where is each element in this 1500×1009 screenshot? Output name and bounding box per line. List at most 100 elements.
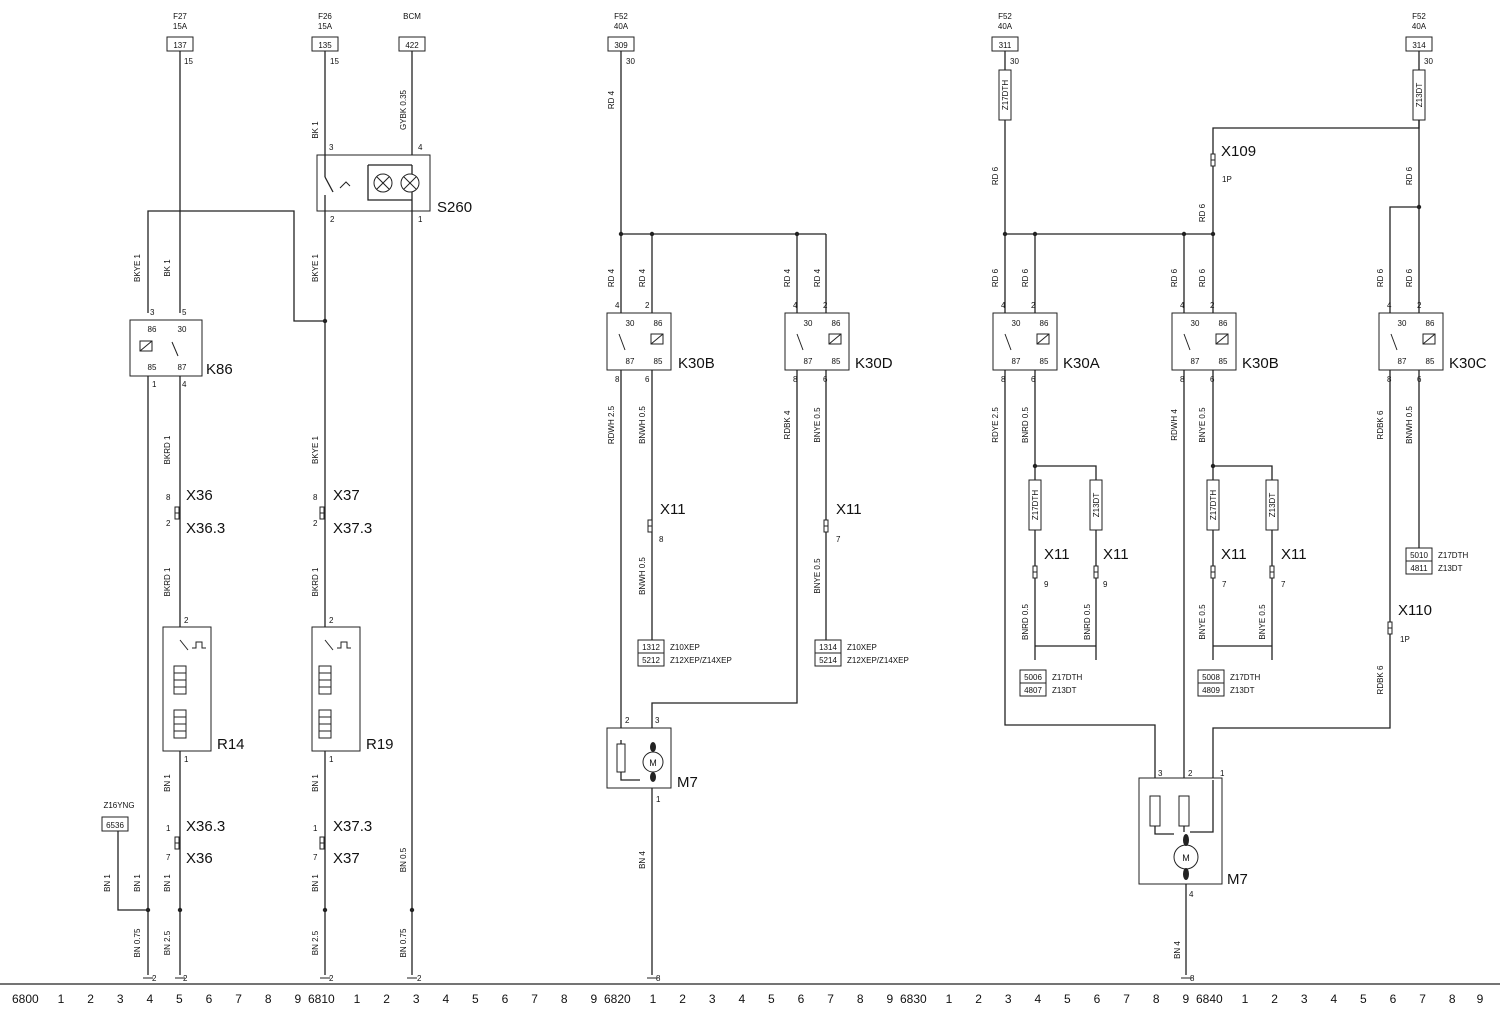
wire-label: BNRD 0.5 xyxy=(1021,406,1030,443)
ruler-tick: 8 xyxy=(1153,992,1160,1006)
reference-text: Z12XEP/Z14XEP xyxy=(847,656,909,665)
lamp-icon xyxy=(376,176,390,190)
wire-label: BKYE 1 xyxy=(311,253,320,282)
pin-number: 8 xyxy=(793,375,798,384)
variant-tag: Z16YNG xyxy=(103,801,134,810)
relay-pin-label: 30 xyxy=(1398,319,1407,328)
ruler-tick: 5 xyxy=(1360,992,1367,1006)
fuse-box-number: 135 xyxy=(318,41,332,50)
wire-label: RD 6 xyxy=(1405,166,1414,185)
variant-tag-box xyxy=(1206,479,1220,531)
ruler-tick: 3 xyxy=(1005,992,1012,1006)
connector-label: X11 xyxy=(1281,546,1307,563)
pin-number: 1 xyxy=(1220,769,1225,778)
wire-label: BNWH 0.5 xyxy=(638,406,647,444)
junction-dot xyxy=(177,907,183,913)
wire-label: RDBK 6 xyxy=(1376,665,1385,694)
pin-number: 2 xyxy=(329,616,334,625)
relay-coil-icon xyxy=(1422,333,1436,345)
reference-code: 5006 xyxy=(1024,673,1042,682)
ruler-tick: 2 xyxy=(87,992,94,1006)
motor-brush-icon xyxy=(650,772,656,782)
relay-pin-label: 85 xyxy=(1040,357,1049,366)
relay-contact-icon xyxy=(1183,333,1191,351)
wire-label: BN 0.75 xyxy=(133,928,142,957)
heater-element-icon xyxy=(173,672,187,681)
ruler-tick: 1 xyxy=(946,992,953,1006)
variant-tag-box xyxy=(1265,479,1279,531)
pin-number: 4 xyxy=(1001,301,1006,310)
fuse-name: F52 xyxy=(614,12,628,21)
ruler-tick: 5 xyxy=(176,992,183,1006)
pin-number: 2 xyxy=(1188,769,1193,778)
wire-label: BKYE 1 xyxy=(311,435,320,464)
wire-label: RD 4 xyxy=(783,268,792,287)
pin-number: 4 xyxy=(1189,890,1194,899)
relay-pin-label: 86 xyxy=(1040,319,1049,328)
ruler-tick: 3 xyxy=(117,992,124,1006)
heater-element-icon xyxy=(318,723,332,732)
pin-number: 4 xyxy=(793,301,798,310)
wire-label: RD 6 xyxy=(1170,268,1179,287)
heater-element-icon xyxy=(173,709,187,718)
pin-number: 8 xyxy=(1180,375,1185,384)
pin-number: 1P xyxy=(1222,175,1232,184)
resistor-icon xyxy=(1149,795,1161,827)
junction-dot xyxy=(322,907,328,913)
wire-line xyxy=(651,370,798,740)
resistor-icon xyxy=(616,743,626,773)
pin-number: 4 xyxy=(1387,301,1392,310)
wire-label: RD 4 xyxy=(607,90,616,109)
junction-dot xyxy=(1210,231,1216,237)
reference-text: Z17DTH xyxy=(1438,551,1468,560)
wire-label: RD 6 xyxy=(1198,268,1207,287)
pin-number: 1 xyxy=(418,215,423,224)
pin-number: 1 xyxy=(166,824,171,833)
heater-element-icon xyxy=(173,665,187,674)
pin-number: 8 xyxy=(166,493,171,502)
wire-label: BK 1 xyxy=(311,121,320,139)
variant-tag-box xyxy=(1028,479,1042,531)
pin-number: 15 xyxy=(330,57,339,66)
pin-number: 30 xyxy=(1424,57,1433,66)
ruler-tick: 3 xyxy=(1301,992,1308,1006)
ruler-tick: 7 xyxy=(531,992,538,1006)
pin-number: 6 xyxy=(1031,375,1036,384)
ruler-tick: 1 xyxy=(58,992,65,1006)
wire-label: BN 0.5 xyxy=(399,847,408,872)
wire-label: BKRD 1 xyxy=(163,435,172,464)
wire-label: RDWH 2.5 xyxy=(607,405,616,444)
wire-label: RDBK 6 xyxy=(1376,410,1385,439)
pin-number: 7 xyxy=(1222,580,1227,589)
wire-line xyxy=(1035,465,1097,660)
relay-pin-label: 87 xyxy=(626,357,635,366)
pin-number: 1 xyxy=(329,755,334,764)
wire-label: BNWH 0.5 xyxy=(638,557,647,595)
thermal-symbol-icon xyxy=(192,641,206,649)
pin-number: 3 xyxy=(655,716,660,725)
pin-number: 9 xyxy=(1103,580,1108,589)
pin-number: 30 xyxy=(626,57,635,66)
relay-pin-label: 86 xyxy=(1426,319,1435,328)
pin-number: 8 xyxy=(615,375,620,384)
wire-label: BN 1 xyxy=(133,874,142,892)
relay-pin-label: 85 xyxy=(1426,357,1435,366)
connector-label: X110 xyxy=(1398,602,1432,619)
wire-label: RDYE 2.5 xyxy=(991,407,1000,443)
wire-label: RDWH 4 xyxy=(1170,409,1179,441)
wire-line xyxy=(147,210,325,322)
relay-pin-label: 87 xyxy=(1012,357,1021,366)
variant-tag-box xyxy=(998,69,1012,121)
pin-number: 8 xyxy=(656,974,661,983)
fuse-rating: 15A xyxy=(173,22,188,31)
connector-label: X37.3 xyxy=(333,818,372,835)
pin-number: 2 xyxy=(313,519,318,528)
ruler-tick: 9 xyxy=(294,992,301,1006)
reference-code: 5008 xyxy=(1202,673,1220,682)
fuse-name: F52 xyxy=(998,12,1012,21)
wire-label: BK 1 xyxy=(163,259,172,277)
section-number: 6820 xyxy=(604,992,631,1006)
connector-label: X11 xyxy=(1103,546,1129,563)
wire-label: BKYE 1 xyxy=(133,253,142,282)
pin-number: 2 xyxy=(152,974,157,983)
